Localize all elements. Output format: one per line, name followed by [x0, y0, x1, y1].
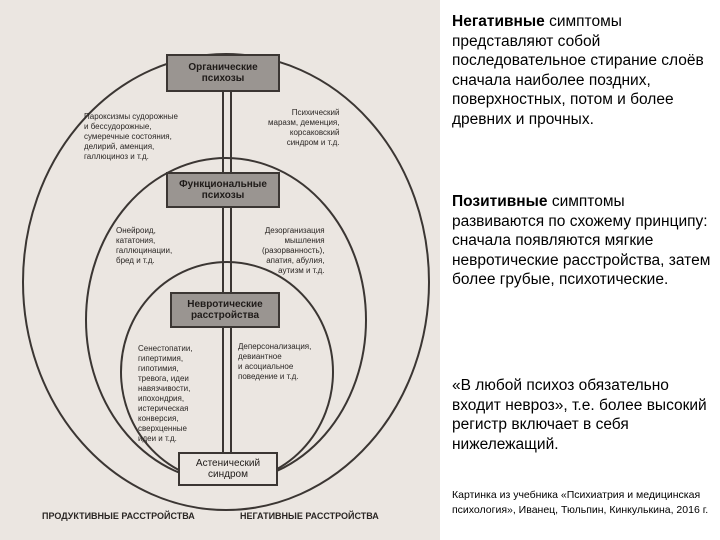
label-line: идеи и т.д. — [138, 434, 177, 443]
label-line: гипертимия, — [138, 354, 184, 363]
label-line: и бессудорожные, — [84, 122, 152, 131]
label-line: аутизм и т.д. — [278, 266, 325, 275]
label-productive-disorders: ПРОДУКТИВНЫЕ РАССТРОЙСТВА — [42, 511, 195, 521]
label-line: конверсия, — [138, 414, 179, 423]
label-line: истерическая — [138, 404, 189, 413]
label-negative-disorders: НЕГАТИВНЫЕ РАССТРОЙСТВА — [240, 511, 379, 521]
label-line: (разорванность), — [262, 246, 325, 255]
term-negative: Негативные — [452, 13, 545, 30]
label-line: галлюцинации, — [116, 246, 173, 255]
label-line: кататония, — [116, 236, 156, 245]
label-line: гипотимия, — [138, 364, 179, 373]
label-line: и асоциальное — [238, 362, 294, 371]
diagram-photo: Органические психозы Функциональные псих… — [0, 0, 440, 540]
label-neurotic-left: Сенестопатии,гипертимия,гипотимия,тревог… — [138, 344, 193, 444]
term-positive: Позитивные — [452, 193, 548, 210]
label-functional-left: Онейроид,кататония,галлюцинации,бред и т… — [116, 226, 172, 266]
label-line: девиантное — [238, 352, 282, 361]
label-line: ипохондрия, — [138, 394, 185, 403]
label-line: мышления — [284, 236, 325, 245]
box-organic-psychoses: Органические психозы — [166, 54, 280, 92]
label-line: сумеречные состояния, — [84, 132, 172, 141]
label-line: галлюциноз и т.д. — [84, 152, 149, 161]
label-line: маразм, деменция, — [268, 118, 340, 127]
label-line: навязчивости, — [138, 384, 191, 393]
label-line: Дезорганизация — [264, 226, 325, 235]
label-line: Сенестопатии, — [138, 344, 193, 353]
text-block-quote: «В любой психоз обязательно входит невро… — [452, 376, 716, 454]
label-line: поведение и т.д. — [238, 372, 299, 381]
box-asthenic-syndrome: Астенический синдром — [178, 452, 278, 486]
image-caption: Картинка из учебника «Психиатрия и медиц… — [452, 489, 709, 516]
label-line: делирий, аменция, — [84, 142, 155, 151]
label-line: сверхценные — [138, 424, 187, 433]
quote-text: «В любой психоз обязательно входит невро… — [452, 377, 707, 453]
label-line: апатия, абулия, — [266, 256, 325, 265]
text-negative: симптомы представляют собой последовател… — [452, 13, 704, 128]
text-block-positive: Позитивные симптомы развиваются по схоже… — [452, 192, 716, 290]
label-line: бред и т.д. — [116, 256, 155, 265]
label-line: корсаковский — [289, 128, 340, 137]
label-line: Психический — [291, 108, 340, 117]
label-line: тревога, идеи — [138, 374, 189, 383]
label-line: Деперсонализация, — [238, 342, 312, 351]
box-neurotic-disorders: Невротические расстройства — [170, 292, 280, 328]
label-line: Пароксизмы судорожные — [84, 112, 178, 121]
text-positive: симптомы развиваются по схожему принципу… — [452, 193, 711, 288]
label-line: Онейроид, — [116, 226, 156, 235]
text-block-negative: Негативные симптомы представляют собой п… — [452, 12, 716, 129]
label-line: синдром и т.д. — [286, 138, 340, 147]
box-functional-psychoses: Функциональные психозы — [166, 172, 280, 208]
